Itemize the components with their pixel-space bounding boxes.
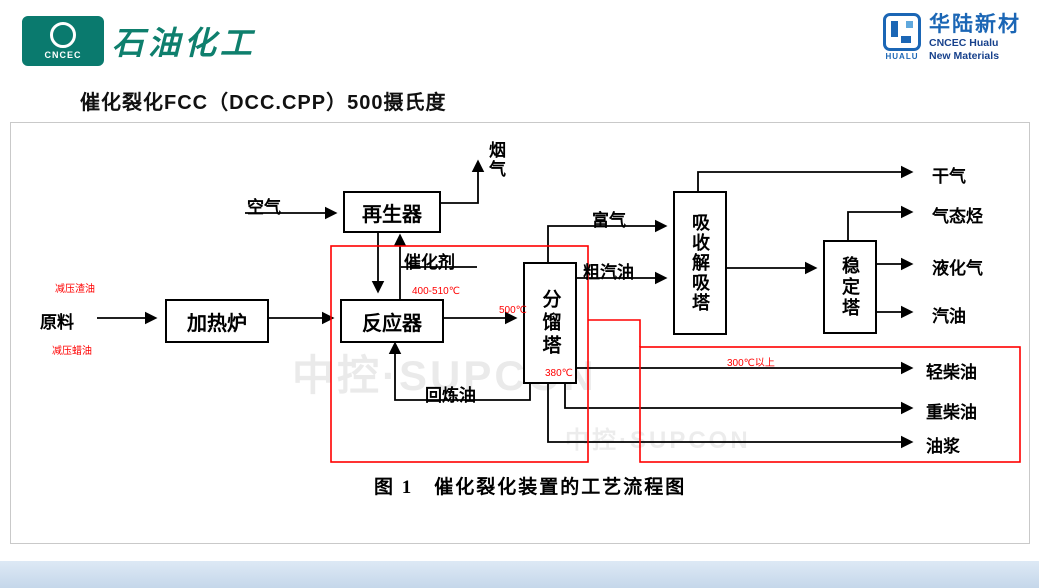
annotation-diesel-temp: 300℃以上 bbox=[727, 358, 775, 369]
line-richgas-to-absorber bbox=[547, 219, 668, 262]
line-oilslurry-out bbox=[547, 380, 914, 449]
label-gasoline: 汽油 bbox=[932, 307, 966, 326]
page-title: 催化裂化FCC（DCC.CPP）500摄氏度 bbox=[80, 92, 447, 114]
label-catalyst: 催化剂 bbox=[404, 253, 455, 272]
label-rich-gas: 富气 bbox=[592, 211, 626, 230]
box-heater: 加热炉 bbox=[165, 299, 269, 343]
hualu-brand-cn: 华陆新材 bbox=[929, 13, 1021, 36]
label-gaseous-hc: 气态烃 bbox=[932, 207, 983, 226]
hualu-logo[interactable]: HUALU 华陆新材 CNCEC Hualu New Materials bbox=[883, 13, 1021, 63]
box-stabilizer-label: 稳定塔 bbox=[840, 255, 860, 319]
box-fractionator: 分馏塔 bbox=[523, 262, 577, 384]
label-oil-slurry: 油浆 bbox=[926, 437, 960, 456]
figure-caption: 图 1 催化裂化装置的工艺流程图 bbox=[374, 477, 687, 498]
hualu-icon-label: HUALU bbox=[885, 52, 919, 61]
brand-text-left: 石油化工 bbox=[112, 25, 257, 61]
line-recycleoil-loop bbox=[388, 341, 531, 401]
label-recycle-oil: 回炼油 bbox=[425, 386, 476, 405]
label-heavy-diesel: 重柴油 bbox=[926, 403, 977, 422]
annotation-feed-top: 减压渣油 bbox=[55, 284, 95, 295]
red-box-reaction-section bbox=[330, 245, 589, 463]
box-stabilizer: 稳定塔 bbox=[823, 240, 877, 334]
cncec-logo[interactable]: CNCEC bbox=[22, 16, 104, 66]
red-box-bottoms-section bbox=[639, 346, 1021, 463]
red-highlight-shapes bbox=[330, 245, 1021, 463]
line-gaseoushc-out bbox=[847, 205, 914, 240]
hualu-brand-en2: New Materials bbox=[929, 50, 1000, 62]
label-air: 空气 bbox=[247, 198, 281, 217]
red-connector-line bbox=[588, 319, 641, 347]
label-feed: 原料 bbox=[40, 313, 74, 332]
hualu-icon bbox=[883, 13, 921, 51]
line-regenerator-to-fluegas bbox=[437, 159, 485, 204]
line-drygas-out bbox=[697, 165, 914, 191]
box-absorber-label: 吸收解吸塔 bbox=[690, 213, 710, 313]
label-dry-gas: 干气 bbox=[932, 167, 966, 186]
box-regenerator-label: 再生器 bbox=[362, 203, 422, 226]
footer-bar bbox=[0, 561, 1039, 588]
label-lpg: 液化气 bbox=[932, 259, 983, 278]
cncec-emblem-text: CNCEC bbox=[44, 50, 82, 60]
label-crude-gasoline: 粗汽油 bbox=[583, 263, 634, 282]
box-absorber: 吸收解吸塔 bbox=[673, 191, 727, 335]
annotation-reactor-temp: 400-510℃ bbox=[412, 286, 460, 297]
annotation-feed-bottom: 减压蜡油 bbox=[52, 346, 92, 357]
box-reactor-label: 反应器 bbox=[362, 312, 422, 335]
annotation-fractionator-inlet-temp: 500℃ bbox=[499, 305, 527, 316]
box-heater-label: 加热炉 bbox=[187, 312, 247, 335]
annotation-fractionator-bottom-temp: 380℃ bbox=[545, 368, 573, 379]
line-heavydiesel-out bbox=[564, 380, 914, 415]
box-reactor: 反应器 bbox=[340, 299, 444, 343]
box-regenerator: 再生器 bbox=[343, 191, 441, 233]
label-flue-gas: 烟气 bbox=[486, 141, 505, 179]
hualu-brand-en1: CNCEC Hualu bbox=[929, 37, 999, 49]
cncec-emblem-icon bbox=[50, 22, 76, 48]
box-fractionator-label: 分馏塔 bbox=[539, 288, 561, 358]
label-light-diesel: 轻柴油 bbox=[926, 363, 977, 382]
